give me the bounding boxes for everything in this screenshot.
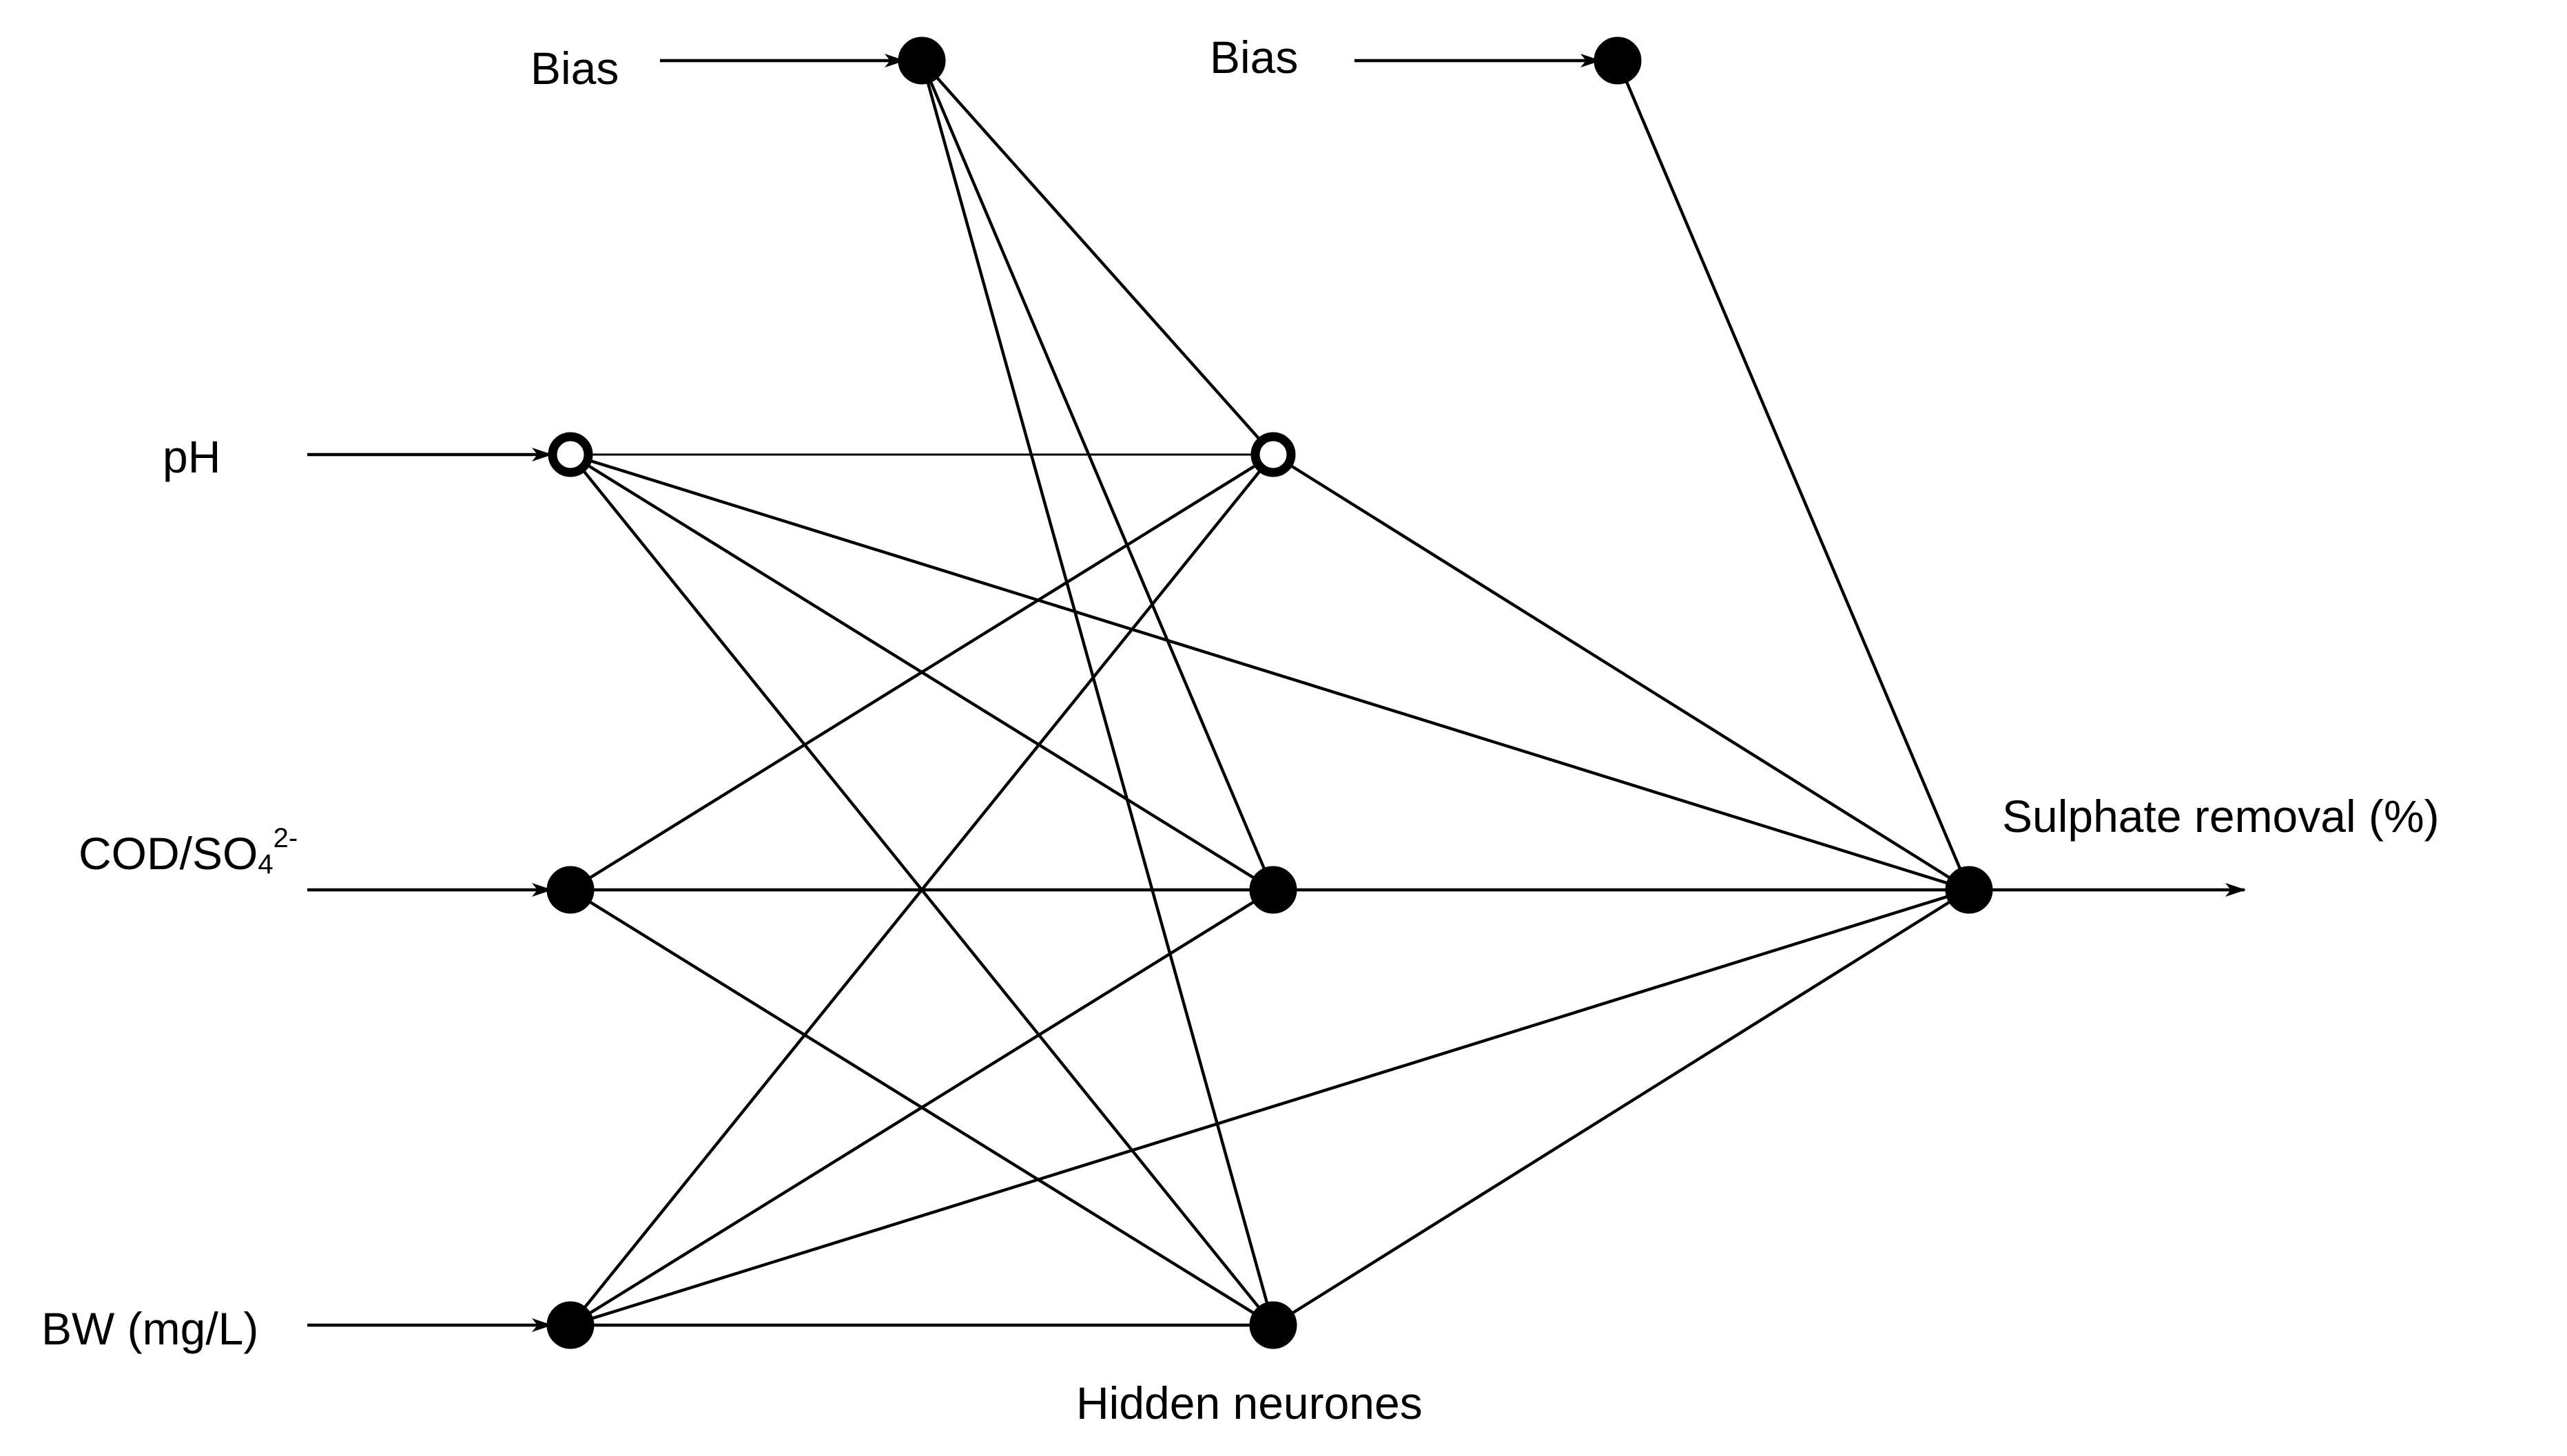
label-bias-input: Bias xyxy=(530,43,619,94)
input-node-bw xyxy=(546,1301,595,1349)
label-input-cod-sub: 4 xyxy=(258,849,273,880)
input-node-ph xyxy=(548,432,593,477)
edges-input-to-hidden xyxy=(569,453,1275,1327)
edge-bias1-hidden1 xyxy=(920,59,1275,456)
edges-bias-to-hidden xyxy=(920,59,1275,1326)
label-input-ph: pH xyxy=(163,431,220,482)
label-bias-hidden: Bias xyxy=(1210,32,1298,83)
edge-bw-hidden2 xyxy=(569,888,1275,1327)
label-hidden-caption: Hidden neurones xyxy=(1076,1377,1423,1428)
edge-bias1-hidden2 xyxy=(920,60,1275,891)
input-node-cod xyxy=(546,866,595,914)
bias-node-input xyxy=(898,37,946,85)
edge-ph-output xyxy=(570,453,1970,892)
edge-bias1-hidden3 xyxy=(920,60,1275,1326)
edges-hidden-to-output xyxy=(1272,453,1970,1327)
edge-hidden3-output xyxy=(1272,888,1970,1327)
edge-bw-hidden1 xyxy=(569,453,1275,1327)
labels: Bias Bias pH COD/SO42- BW (mg/L) Sulphat… xyxy=(41,32,2440,1428)
label-output: Sulphate removal (%) xyxy=(2002,791,2440,842)
edges-bias-to-output xyxy=(1616,60,1971,891)
edge-hidden1-output xyxy=(1272,453,1970,891)
label-input-cod: COD/SO42- xyxy=(79,823,298,880)
label-input-bw: BW (mg/L) xyxy=(41,1303,258,1354)
label-input-cod-sup: 2- xyxy=(274,823,298,853)
bias-node-hidden xyxy=(1594,37,1642,85)
hidden-node-3 xyxy=(1249,1301,1297,1349)
edge-bw-output xyxy=(570,888,1970,1327)
hidden-node-2 xyxy=(1249,866,1297,914)
hidden-node-1 xyxy=(1250,432,1296,477)
output-node xyxy=(1945,866,1993,914)
nodes xyxy=(546,37,1993,1349)
input-arrows xyxy=(307,54,2246,1332)
edge-cod-hidden1 xyxy=(569,453,1275,891)
edges-input-to-output xyxy=(570,453,1970,1327)
edge-bias2-output xyxy=(1616,60,1971,891)
label-input-cod-base: COD/SO xyxy=(79,828,258,879)
